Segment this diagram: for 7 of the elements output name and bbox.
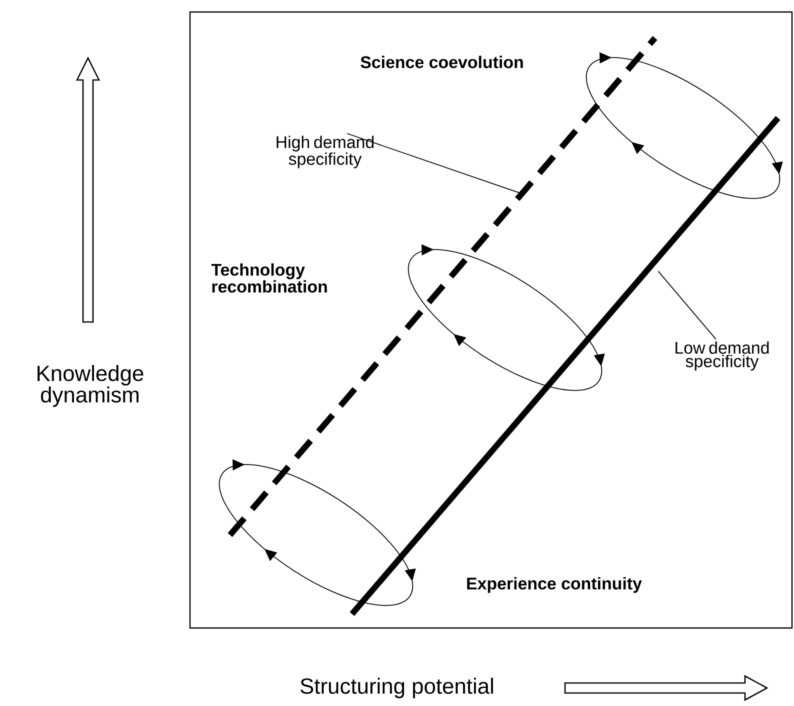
loop-label: Technology recombination bbox=[211, 263, 327, 293]
leader-line bbox=[658, 270, 716, 340]
axis-label: Knowledge dynamism bbox=[38, 365, 144, 407]
loop-label: Experience continuity bbox=[467, 577, 642, 593]
axis-label: Structuring potential bbox=[300, 678, 493, 698]
leader-line bbox=[346, 133, 520, 194]
loop-label: Science coevolution bbox=[360, 56, 523, 68]
